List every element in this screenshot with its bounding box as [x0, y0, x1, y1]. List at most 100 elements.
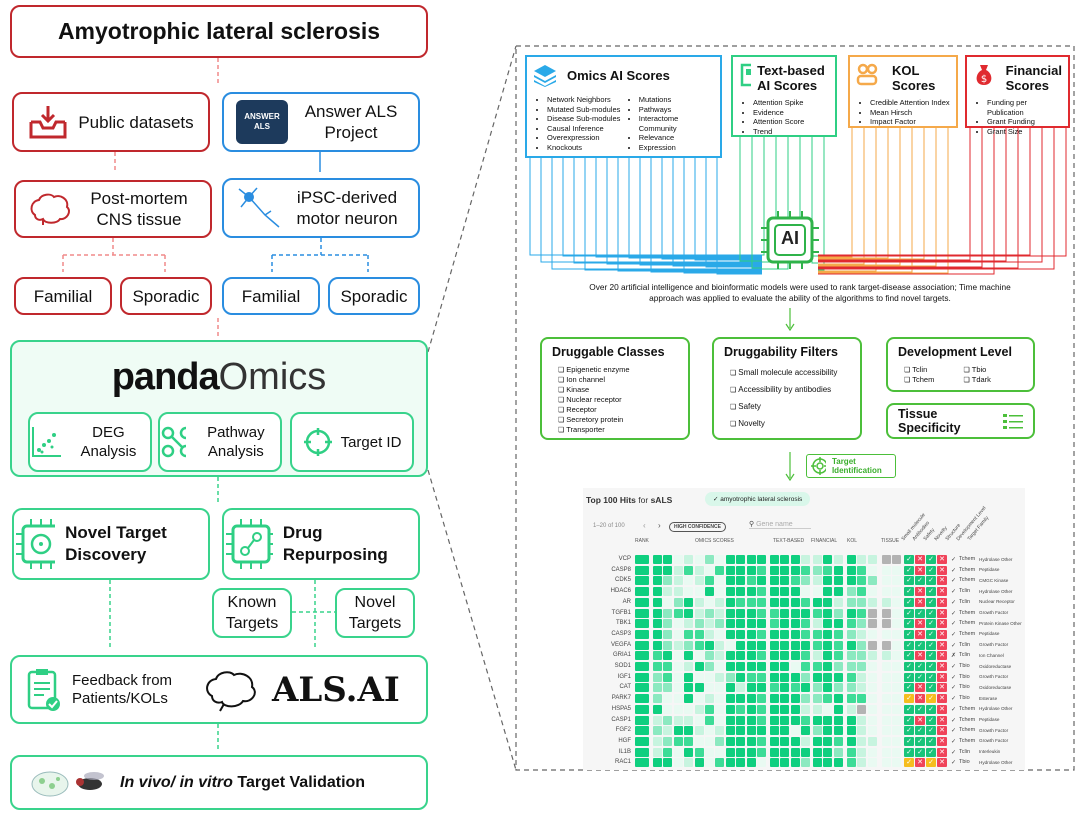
- druggability-pass-mark: ✓: [904, 640, 914, 650]
- gene-name[interactable]: FGF2: [615, 727, 631, 734]
- gene-search-input[interactable]: ⚲ Gene name: [749, 520, 811, 529]
- score-cell: [867, 694, 877, 704]
- score-cell: [694, 662, 704, 671]
- gene-name[interactable]: AR: [622, 598, 631, 605]
- scatter-plot-icon: [32, 427, 61, 457]
- score-cell: [757, 619, 766, 629]
- score-cell: [725, 715, 735, 725]
- gene-name[interactable]: VCP: [618, 556, 631, 562]
- target-family: Hydrolase Other: [979, 556, 1013, 562]
- gene-name[interactable]: IGF1: [617, 673, 631, 680]
- druggability-fail-mark: ✕: [915, 651, 925, 661]
- score-cell: [663, 683, 673, 693]
- score-connector: [818, 128, 937, 267]
- score-cell: [635, 651, 649, 661]
- filter-checkbox[interactable]: Safety: [730, 399, 850, 416]
- gene-name[interactable]: CAT: [619, 684, 631, 691]
- gene-name[interactable]: IL1B: [618, 748, 631, 755]
- filter-checkbox[interactable]: Accessibility by antibodies: [730, 382, 850, 399]
- score-cell: [694, 565, 704, 575]
- disease-filter-chip[interactable]: ✓ amyotrophic lateral sclerosis: [705, 492, 811, 506]
- gene-name[interactable]: CASP1: [611, 716, 631, 723]
- score-cell: [673, 608, 683, 618]
- class-checkbox[interactable]: Secretory protein: [558, 415, 678, 425]
- gene-name[interactable]: CASP3: [611, 630, 631, 637]
- class-checkbox[interactable]: Transporter: [558, 425, 678, 435]
- gene-name[interactable]: HDAC6: [610, 588, 631, 595]
- level-checkbox[interactable]: Tdark: [964, 375, 1024, 385]
- omics-list-1: Network NeighborsMutated Sub-modulesDise…: [533, 95, 621, 152]
- class-checkbox[interactable]: Kinase: [558, 385, 678, 395]
- score-cell: [757, 555, 766, 564]
- score-cell: [684, 597, 694, 607]
- gene-name[interactable]: PARK7: [611, 695, 631, 702]
- gene-name[interactable]: CASP8: [611, 566, 631, 573]
- score-cell: [653, 758, 662, 768]
- score-cell: [823, 747, 833, 757]
- score-cell: [673, 651, 683, 661]
- score-item: Disease Sub-modules: [547, 114, 621, 124]
- score-item: Overexpression: [547, 133, 621, 143]
- structure-mark: ✓: [951, 610, 957, 617]
- gene-name[interactable]: RAC1: [614, 759, 631, 766]
- level-checkbox[interactable]: Tclin: [904, 365, 964, 375]
- level-checkbox[interactable]: Tbio: [964, 365, 1024, 375]
- gene-name[interactable]: HSPA5: [611, 705, 631, 712]
- score-cell: [653, 715, 662, 725]
- score-cell: [882, 555, 891, 564]
- score-cell: [635, 555, 649, 564]
- target-id-box[interactable]: Target ID: [290, 412, 414, 472]
- score-cell: [635, 683, 649, 693]
- score-cell: [715, 726, 725, 736]
- gene-name[interactable]: SOD1: [614, 663, 631, 669]
- score-cell: [867, 629, 877, 639]
- score-cell: [725, 597, 735, 607]
- score-cell: [705, 651, 714, 661]
- score-cell: [823, 694, 833, 704]
- gene-name[interactable]: CDK5: [614, 577, 631, 584]
- structure-mark: ✓: [951, 728, 957, 735]
- score-cell: [770, 694, 779, 704]
- druggable-classes-box: Druggable ClassesEpigenetic enzymeIon ch…: [540, 337, 690, 440]
- next-page-button[interactable]: ›: [658, 521, 661, 530]
- score-cell: [725, 640, 735, 650]
- familial-red: Familial: [14, 277, 112, 315]
- score-cell: [813, 683, 822, 693]
- pathway-analysis-box[interactable]: Pathway Analysis: [158, 412, 282, 472]
- score-cell: [790, 555, 800, 564]
- development-level: Tclin: [959, 641, 971, 648]
- class-checkbox[interactable]: Nuclear receptor: [558, 395, 678, 405]
- score-cell: [694, 640, 704, 650]
- score-cell: [673, 640, 683, 650]
- gene-name[interactable]: TGFB1: [611, 609, 631, 616]
- score-cell: [746, 704, 756, 714]
- score-cell: [790, 704, 800, 714]
- score-cell: [757, 651, 766, 661]
- filter-checkbox[interactable]: Small molecule accessibility: [730, 365, 850, 382]
- score-connector: [818, 128, 853, 258]
- gene-name[interactable]: TBK1: [615, 620, 631, 627]
- class-checkbox[interactable]: Ion channel: [558, 375, 678, 385]
- score-cell: [635, 565, 649, 575]
- score-cell: [746, 672, 756, 682]
- druggability-pass-mark: ✓: [915, 662, 925, 671]
- class-checkbox[interactable]: Receptor: [558, 405, 678, 415]
- score-cell: [705, 662, 714, 671]
- answer-als-label: Answer ALS Project: [304, 102, 398, 142]
- druggability-pass-mark: ✓: [926, 640, 936, 650]
- gene-name[interactable]: GRIA1: [612, 652, 631, 659]
- deg-analysis-box[interactable]: DEG Analysis: [28, 412, 152, 472]
- gene-name[interactable]: HGF: [618, 737, 631, 744]
- class-checkbox[interactable]: Epigenetic enzyme: [558, 365, 678, 375]
- druggability-pass-mark: ✓: [926, 619, 936, 629]
- score-cell: [882, 683, 891, 693]
- filter-checkbox[interactable]: Novelty: [730, 416, 850, 433]
- score-connector: [818, 128, 949, 274]
- structure-mark: ✗: [951, 653, 957, 660]
- level-checkbox[interactable]: Tchem: [904, 375, 964, 385]
- prev-page-button[interactable]: ‹: [643, 521, 646, 530]
- score-cell: [813, 758, 822, 768]
- score-cell: [882, 715, 891, 725]
- high-confidence-button[interactable]: HIGH CONFIDENCE: [669, 522, 726, 532]
- gene-name[interactable]: VEGFA: [610, 641, 631, 648]
